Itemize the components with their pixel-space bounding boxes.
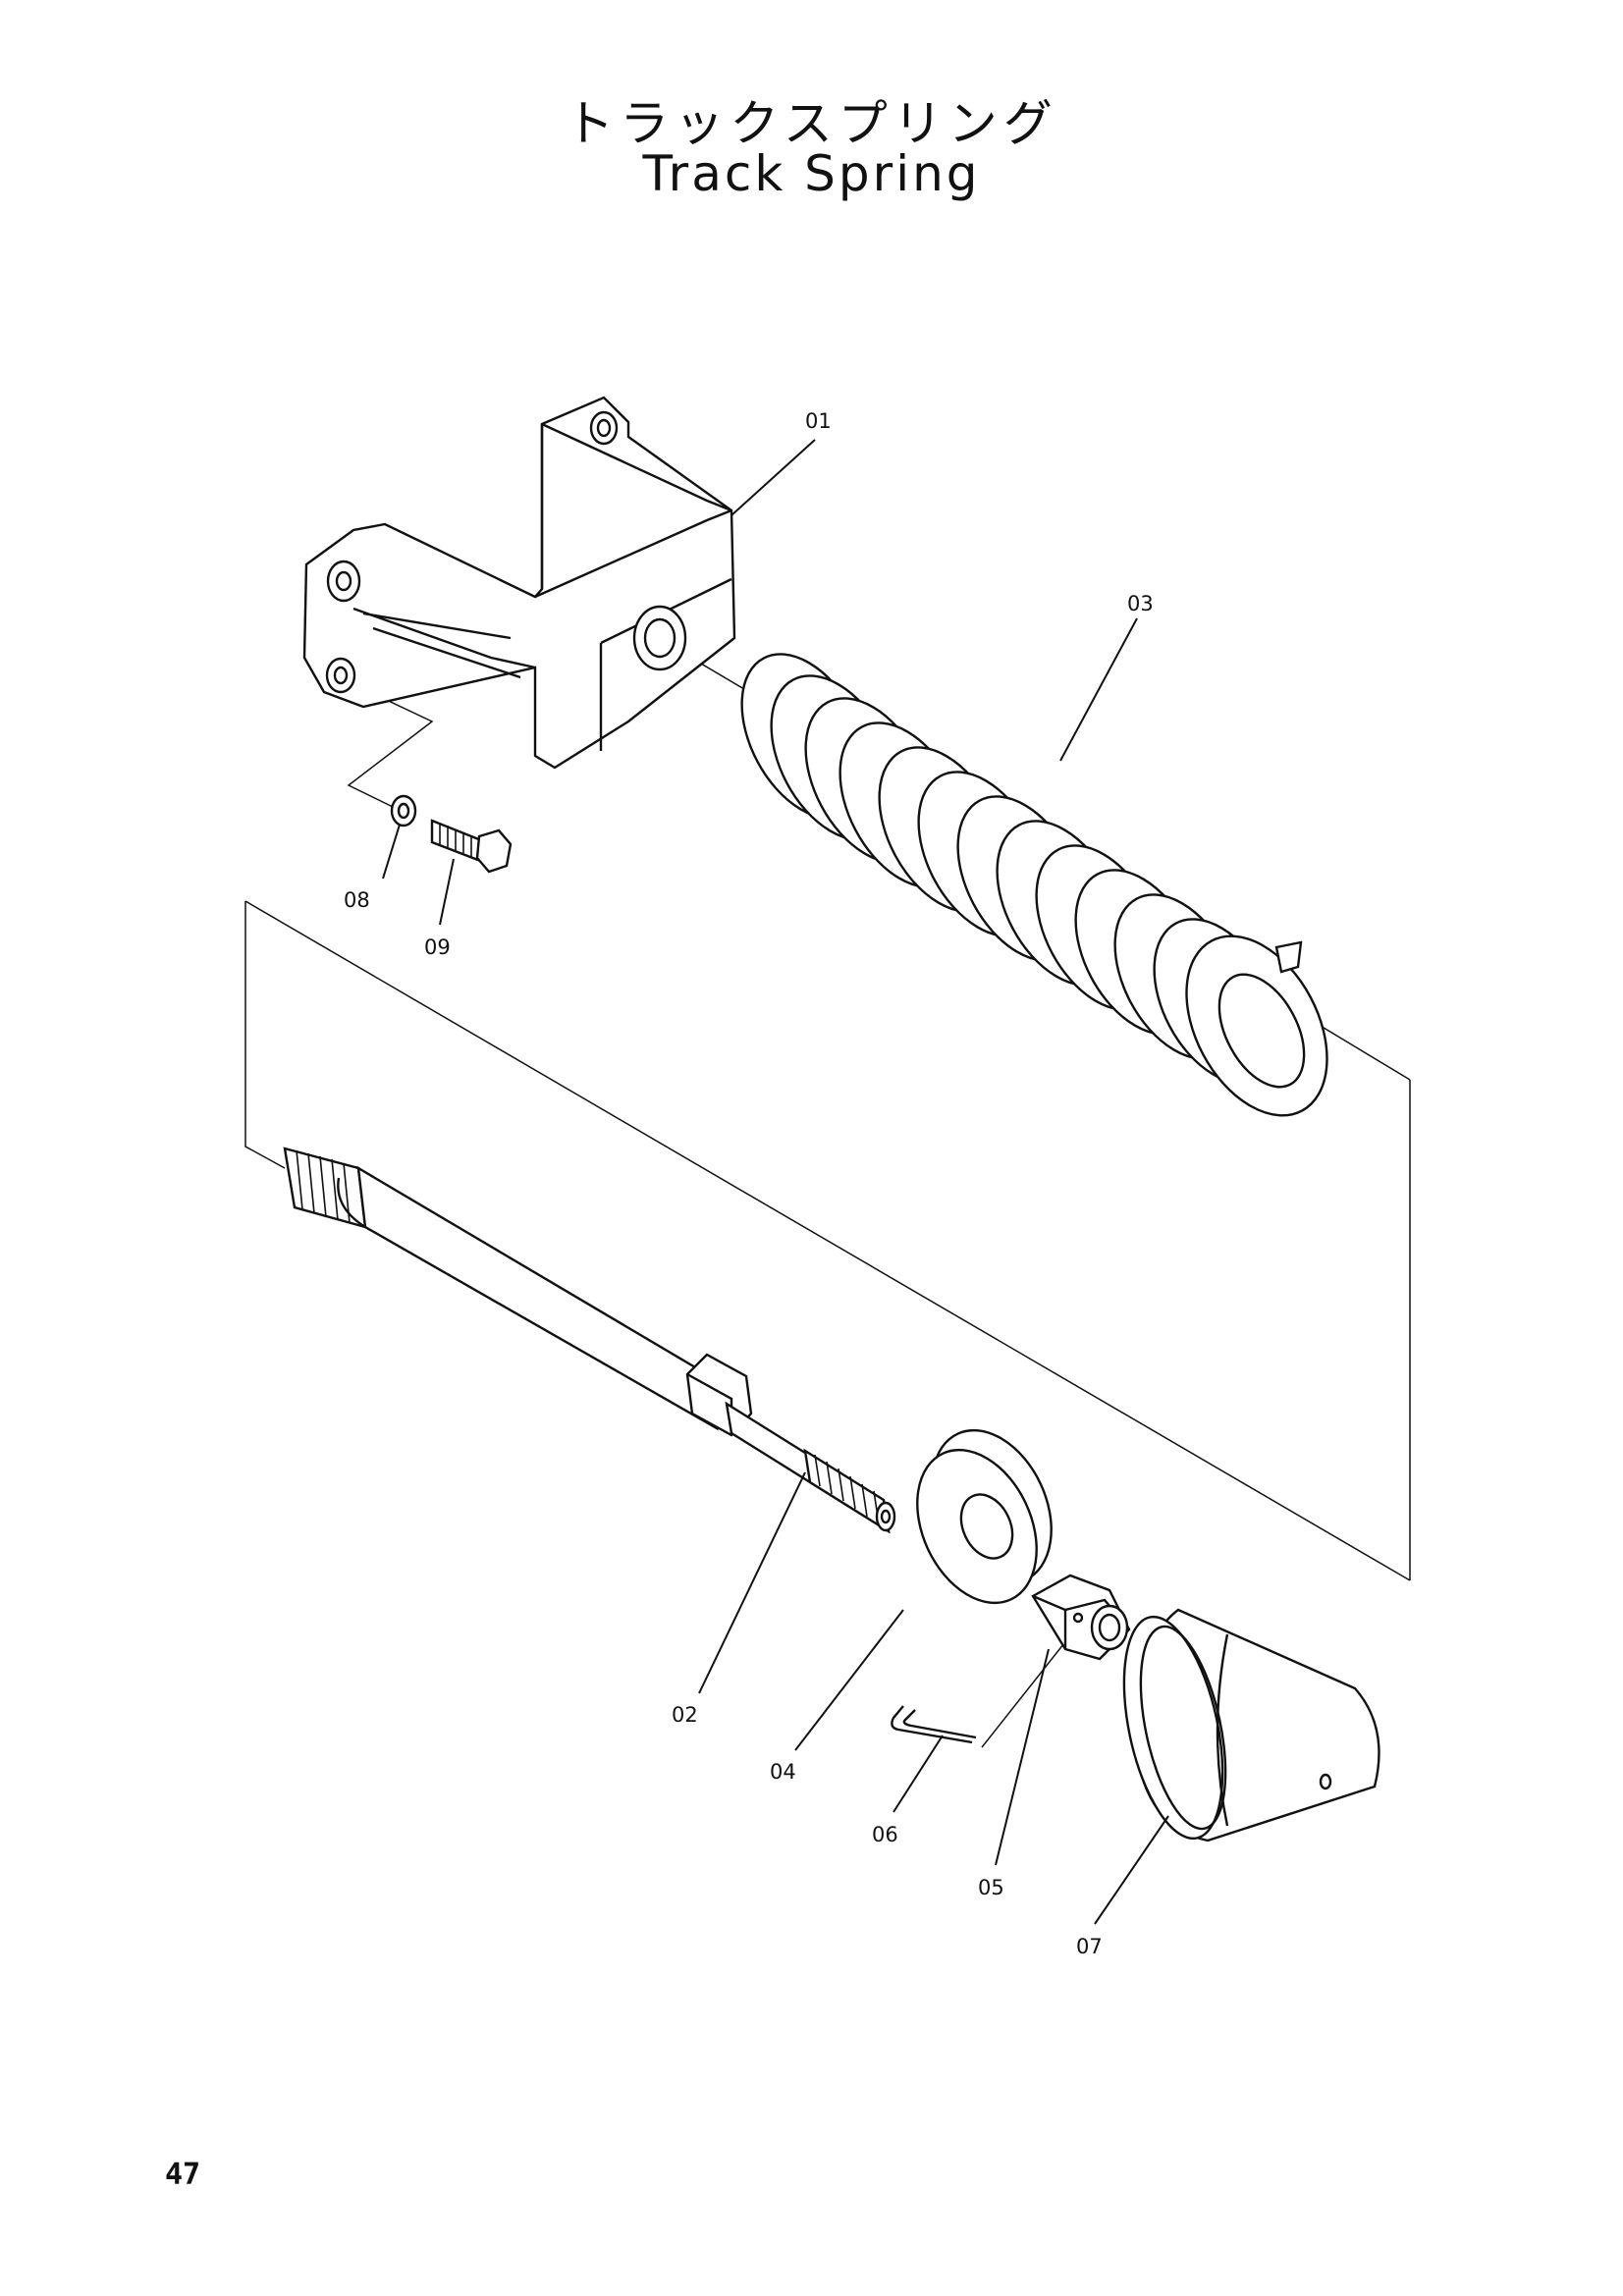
- part-06-lock-pin: [891, 1705, 977, 1744]
- callout-02: 02: [672, 1703, 698, 1727]
- callout-04: 04: [770, 1760, 796, 1784]
- callout-07: 07: [1076, 1935, 1103, 1958]
- part-01-bracket: [302, 396, 736, 770]
- page-number: 47: [165, 2158, 201, 2192]
- part-02-rod: [283, 1147, 896, 1534]
- leader-lines: [382, 439, 1169, 1925]
- part-07-cap: [1122, 1608, 1380, 1842]
- part-04-spring-seat: [916, 1428, 1053, 1605]
- callout-06: 06: [872, 1823, 898, 1846]
- callout-labels: 01 03 08 09 02 04 06 05 07: [344, 409, 1154, 1958]
- callout-09: 09: [424, 935, 451, 959]
- callout-01: 01: [805, 409, 832, 433]
- part-08-washer: [390, 794, 417, 828]
- title-english: Track Spring: [642, 145, 981, 202]
- part-03-coil-spring: [740, 653, 1328, 1117]
- part-09-bolt: [430, 819, 513, 874]
- part-05-nut: [1031, 1574, 1131, 1661]
- callout-05: 05: [978, 1876, 1004, 1899]
- callout-08: 08: [344, 888, 370, 912]
- callout-03: 03: [1127, 592, 1154, 615]
- title-japanese: トラックスプリング: [565, 95, 1058, 152]
